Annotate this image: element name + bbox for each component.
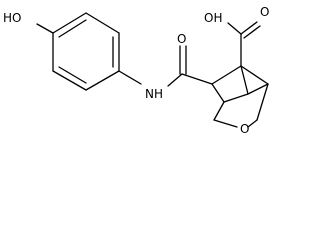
- chemical-structure-diagram: HO NH O O OH O: [3, 5, 269, 136]
- acid-hydroxyl-label: OH: [204, 11, 222, 25]
- hydroxyl-bond: [36, 23, 54, 34]
- aromatic-double-bond-1: [58, 19, 87, 38]
- ring-oxygen-label: O: [240, 122, 249, 136]
- phenol-ring: [52, 12, 120, 91]
- core-bond-5: [240, 65, 269, 85]
- core-bond-2: [211, 83, 225, 103]
- ring-bond-2: [85, 12, 120, 34]
- acid-carbonyl-double-bond-b: [243, 25, 261, 39]
- carbonyl-bicycle-bond: [181, 73, 213, 85]
- core-bond-7: [213, 101, 225, 121]
- amide-nh-label: NH: [145, 87, 163, 101]
- ring-bond-5: [52, 70, 87, 91]
- ring-bond-4: [85, 70, 120, 91]
- core-bond-3: [223, 93, 249, 103]
- n-carbonyl-bond: [167, 73, 183, 87]
- core-bond-4: [240, 65, 249, 95]
- aromatic-double-bond-3: [58, 66, 87, 84]
- acid-carbonyl-oxygen-label: O: [260, 5, 269, 19]
- ring-oxygen-bond: [247, 119, 258, 128]
- core-bond-8: [213, 119, 238, 128]
- ring-bond-1: [52, 12, 87, 34]
- core-bond-6: [247, 83, 269, 95]
- acid-hydroxyl-bond: [227, 22, 242, 35]
- core-bond-1: [211, 65, 242, 85]
- oxabicyclo-core: [211, 65, 269, 128]
- hydroxyl-label: HO: [3, 11, 21, 25]
- core-bond-9: [256, 83, 269, 121]
- acid-carbonyl-double-bond-a: [240, 21, 258, 35]
- aryl-n-bond: [118, 70, 142, 85]
- carbonyl-oxygen-label: O: [177, 32, 186, 46]
